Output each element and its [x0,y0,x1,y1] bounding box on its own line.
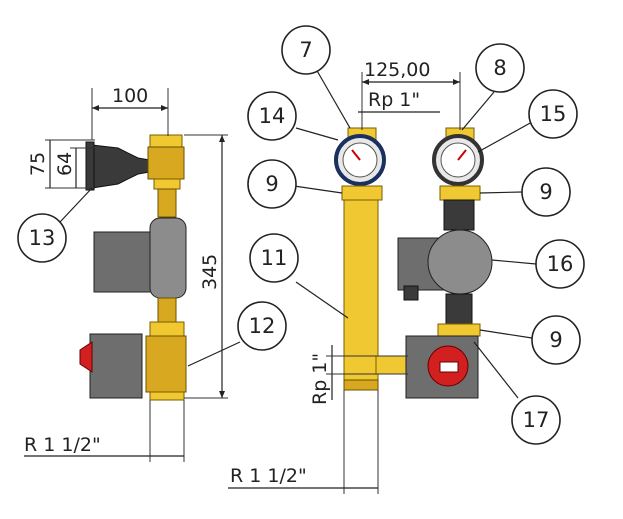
red-handle-side [79,341,93,373]
upper-pipe [157,188,177,218]
front-view-dimensions: 125,00 Rp 1" Rp 1" R 1 1/2" [228,59,461,494]
balloon-13: 13 [17,213,67,263]
svg-text:9: 9 [549,328,562,352]
svg-text:16: 16 [547,252,574,276]
actuator-head [91,144,151,189]
pump-housing-front [427,229,493,295]
dimension-height-a: 75 [27,152,49,176]
pipe-right-lower [445,293,473,325]
svg-text:14: 14 [259,104,286,128]
pipe-right-upper [443,199,475,231]
bottom-thread-side [149,391,185,401]
balloon-12: 12 [237,301,287,351]
balloon-15: 15 [528,89,578,139]
side-view-assembly [79,134,187,401]
upper-nut [153,178,181,190]
svg-text:9: 9 [539,180,552,204]
mixing-valve-body [147,146,185,180]
svg-text:15: 15 [540,102,567,126]
pump-side-housing [149,217,187,299]
dimension-spacing: 125,00 [364,59,430,81]
svg-text:17: 17 [523,408,550,432]
ball-valve-side [145,335,187,393]
bottom-thread-left [343,379,379,391]
balloon-17: 17 [511,395,561,445]
nut-right-lower-9 [437,323,481,337]
top-union [149,134,183,148]
lower-pipe [157,297,177,323]
balloon-11: 11 [249,233,299,283]
bypass-pipe [375,355,409,375]
dimension-height-b: 64 [54,152,76,176]
svg-text:7: 7 [299,38,312,62]
side-view-dimensions: 100 75 64 345 R 1 1/2" [24,85,228,462]
dimension-width-top: 100 [112,85,148,107]
lower-nut [149,321,185,337]
dimension-height-total: 345 [199,254,221,290]
balloon-9-left: 9 [247,159,297,209]
dimension-r-left: R 1 1/2" [24,434,101,456]
balloon-9-right: 9 [521,167,571,217]
nut-left-9 [341,185,383,201]
dimension-r-right: R 1 1/2" [230,465,307,487]
balloon-14: 14 [247,91,297,141]
balloon-8: 8 [475,43,525,93]
svg-text:12: 12 [249,314,276,338]
ball-valve-handle-box [89,333,143,399]
svg-text:11: 11 [261,246,288,270]
actuator-cap [85,141,95,191]
dimension-rp-side: Rp 1" [309,353,331,405]
svg-text:13: 13 [29,226,56,250]
supply-pipe [343,199,379,381]
svg-text:8: 8 [493,56,506,80]
balloon-16: 16 [535,239,585,289]
pump-side-box [93,231,153,293]
svg-text:9: 9 [265,172,278,196]
nut-right-9 [439,185,481,201]
balloon-9-lower: 9 [531,315,581,365]
balloons: 7 8 14 15 9 9 11 16 [17,25,585,445]
balloon-7: 7 [281,25,331,75]
leader-lines [59,61,537,399]
dimension-rp-top: Rp 1" [368,89,420,111]
front-view-assembly [334,127,493,399]
